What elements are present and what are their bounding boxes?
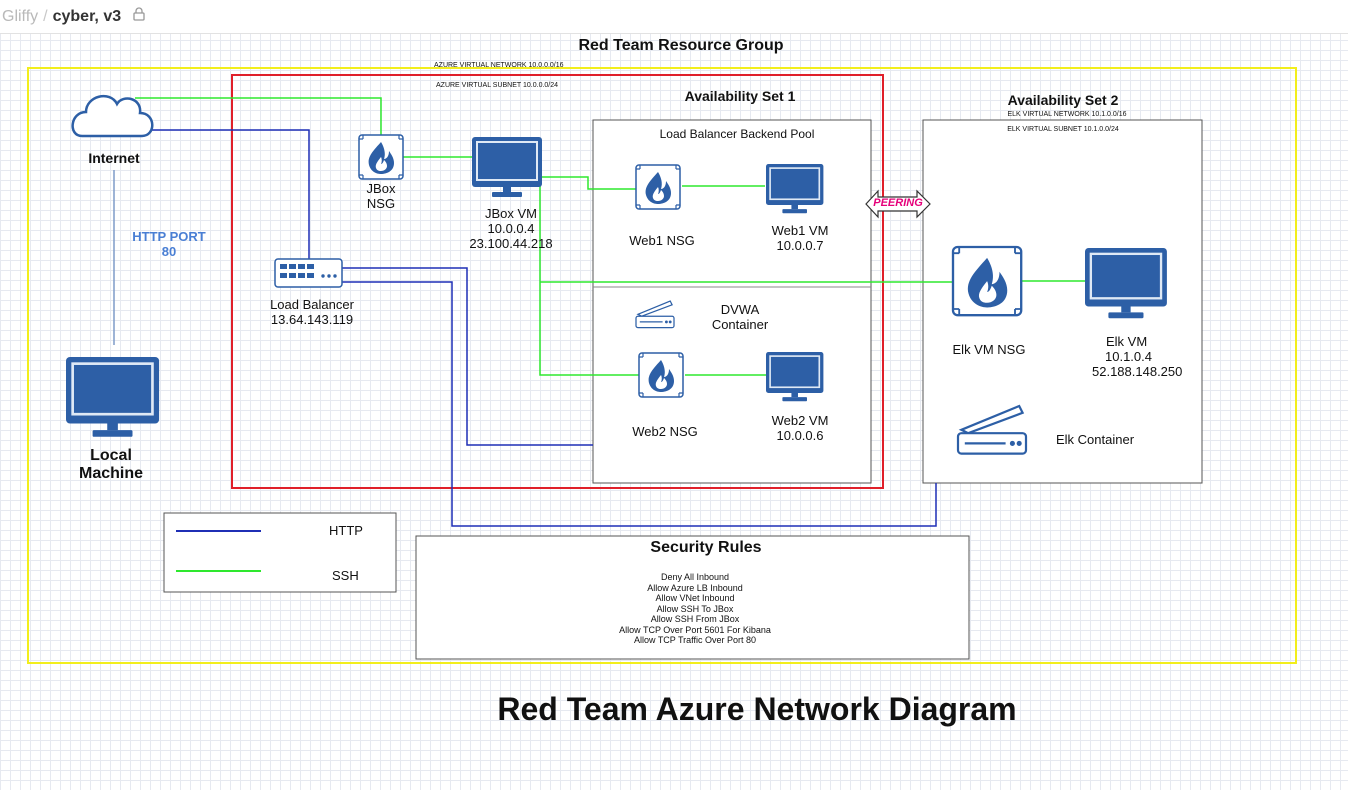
jbox-vm-monitor-icon [472, 137, 542, 197]
local-machine-line1: Local [90, 447, 132, 464]
azure-vnet-label: AZURE VIRTUAL NETWORK 10.0.0.0/16 [434, 62, 564, 69]
web1-vm-line2: 10.0.0.7 [776, 238, 824, 253]
http-lb-to-elk [342, 281, 937, 527]
elk-vm-line3: 52.188.148.250 [1092, 364, 1183, 379]
web2-vm-line2: 10.0.0.6 [776, 428, 824, 443]
security-rule: Allow Azure LB Inbound [647, 582, 743, 593]
elk-nsg-label: Elk VM NSG [952, 342, 1026, 357]
security-rule: Allow TCP Traffic Over Port 80 [633, 635, 757, 645]
web1-vm-label: Web1 VM 10.0.0.7 [772, 223, 829, 253]
http-lb-to-web2 [342, 267, 593, 446]
availability-set-2-label: Availability Set 2 [1007, 92, 1119, 108]
local-machine-line2: Machine [78, 465, 144, 482]
top-bar: Gliffy / cyber, v3 [0, 0, 1348, 34]
http-port-line2: 80 [161, 244, 177, 259]
web1-nsg-icon [635, 164, 681, 210]
elk-vm-label: Elk VM 10.1.0.4 52.188.148.250 [1092, 334, 1182, 379]
elk-vm-line1: Elk VM [1106, 334, 1148, 349]
peering-label: PEERING [873, 197, 923, 209]
elk-container-label: Elk Container [1056, 432, 1135, 447]
breadcrumb-separator: / [43, 7, 48, 25]
ssh-connections [135, 97, 1085, 376]
ssh-jbox-to-web1-nsg [540, 176, 636, 190]
diagram-title: Red Team Azure Network Diagram [497, 691, 1017, 727]
web2-vm-line1: Web2 VM [771, 413, 829, 428]
legend-http-label: HTTP [329, 523, 363, 538]
security-rules-box [415, 535, 970, 660]
lock-icon[interactable] [133, 7, 145, 26]
ssh-internet-to-jbox-nsg [135, 97, 382, 135]
elk-nsg-icon [951, 245, 1023, 317]
web2-nsg-label: Web2 NSG [632, 424, 698, 439]
jbox-vm-label: JBox VM 10.0.0.4 23.100.44.218 [469, 206, 552, 251]
load-balancer-icon [274, 258, 343, 288]
legend-ssh-label: SSH [332, 568, 359, 583]
security-rules-list: Deny All Inbound Allow Azure LB Inbound … [619, 572, 771, 646]
http-internet-to-lb [152, 129, 310, 261]
availability-set-1-label: Availability Set 1 [684, 88, 796, 104]
ssh-jbox-to-web2-nsg [539, 177, 639, 376]
security-rules-title: Security Rules [650, 539, 762, 556]
security-rule: Allow SSH From JBox [650, 614, 740, 624]
load-balancer-line1: Load Balancer [270, 297, 354, 312]
security-rule: Allow TCP Over Port 5601 For Kibana [619, 624, 771, 635]
legend-box [163, 512, 397, 593]
peering-arrow-icon [865, 189, 931, 219]
load-balancer-label: Load Balancer 13.64.143.119 [270, 297, 354, 327]
local-machine-monitor-icon [66, 357, 160, 437]
jbox-nsg-line1: JBox [366, 181, 396, 196]
internet-label: Internet [88, 150, 140, 166]
web1-nsg-label: Web1 NSG [629, 233, 695, 248]
azure-subnet-label: AZURE VIRTUAL SUBNET 10.0.0.0/24 [436, 82, 559, 89]
web1-vm-line1: Web1 VM [771, 223, 829, 238]
jbox-vm-line3: 23.100.44.218 [469, 236, 553, 251]
jbox-nsg-line2: NSG [366, 196, 396, 211]
resource-group-border [27, 67, 1297, 664]
security-rule: Allow SSH To JBox [656, 603, 734, 614]
web2-nsg-icon [638, 352, 684, 398]
elk-subnet-label: ELK VIRTUAL SUBNET 10.1.0.0/24 [1007, 126, 1119, 133]
backend-pool-label: Load Balancer Backend Pool [659, 127, 815, 141]
http-connections [152, 129, 937, 527]
elk-vnet-label: ELK VIRTUAL NETWORK 10.1.0.0/16 [1007, 111, 1127, 118]
jbox-vm-line2: 10.0.0.4 [487, 221, 535, 236]
dvwa-line1: DVWA [720, 302, 760, 317]
elk-vm-line2: 10.1.0.4 [1105, 349, 1152, 364]
security-rule: Deny All Inbound [660, 572, 730, 582]
load-balancer-line2: 13.64.143.119 [270, 312, 354, 327]
jbox-vm-line1: JBox VM [484, 206, 538, 221]
brand-link[interactable]: Gliffy [2, 7, 39, 25]
local-machine-label: Local Machine [79, 447, 143, 483]
jbox-nsg-label: JBox NSG [367, 181, 396, 211]
security-rule: Allow VNet Inbound [655, 593, 735, 603]
http-port-label: HTTP PORT 80 [132, 229, 205, 259]
resource-group-label: Red Team Resource Group [578, 37, 784, 54]
dvwa-label: DVWA Container [712, 302, 768, 332]
dvwa-line2: Container [711, 317, 769, 332]
web2-vm-label: Web2 VM 10.0.0.6 [772, 413, 829, 443]
http-port-line1: HTTP PORT [132, 229, 206, 244]
jbox-nsg-icon [358, 134, 404, 180]
document-title[interactable]: cyber, v3 [52, 7, 122, 25]
cloud-icon [71, 94, 154, 138]
